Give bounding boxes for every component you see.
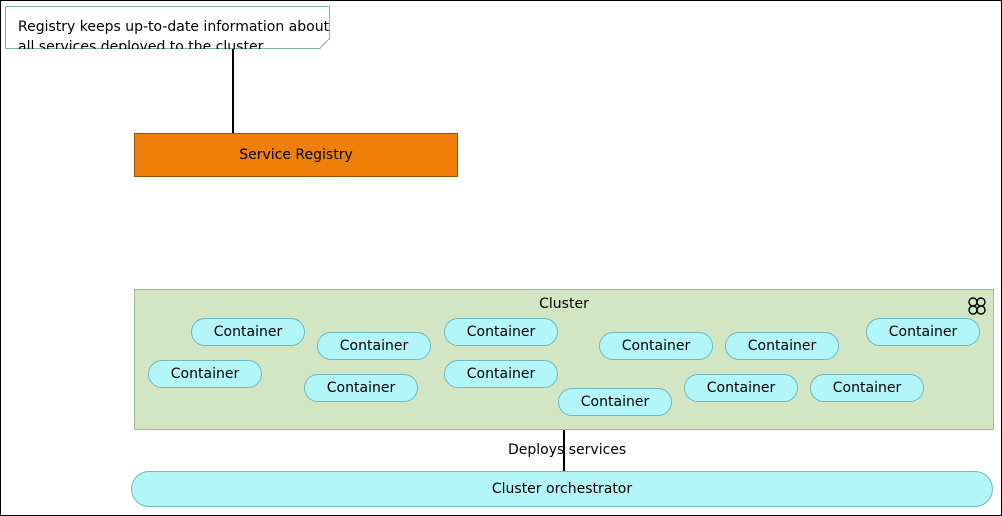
note-folded-corner-icon [319,38,330,49]
container-label: Container [832,380,902,396]
container-node[interactable]: Container [684,374,798,402]
container-label: Container [326,380,396,396]
container-label: Container [466,324,536,340]
container-node[interactable]: Container [444,318,558,346]
cluster-orchestrator-label: Cluster orchestrator [491,481,633,497]
cluster-orchestrator-node[interactable]: Cluster orchestrator [131,471,993,507]
service-registry-node[interactable]: Service Registry [134,133,458,177]
registry-note: Registry keeps up-to-date information ab… [5,6,330,49]
deploys-connector-line [563,430,565,471]
container-node[interactable]: Container [444,360,558,388]
container-node[interactable]: Container [866,318,980,346]
collaboration-icon [968,297,986,315]
container-node[interactable]: Container [304,374,418,402]
container-node[interactable]: Container [725,332,839,360]
container-label: Container [747,338,817,354]
container-label: Container [213,324,283,340]
container-label: Container [888,324,958,340]
service-registry-label: Service Registry [239,147,353,163]
container-node[interactable]: Container [810,374,924,402]
cluster-title: Cluster [539,296,589,312]
container-label: Container [466,366,536,382]
cluster-group[interactable]: Cluster Container Container Container Co… [134,289,994,430]
container-label: Container [339,338,409,354]
container-label: Container [170,366,240,382]
container-node[interactable]: Container [317,332,431,360]
registry-note-line-1: Registry keeps up-to-date information ab… [18,19,330,35]
container-label: Container [706,380,776,396]
container-node[interactable]: Container [191,318,305,346]
deploys-services-label: Deploys services [508,442,627,458]
container-node[interactable]: Container [558,388,672,416]
container-node[interactable]: Container [148,360,262,388]
note-connector-line [232,49,234,133]
container-label: Container [580,394,650,410]
container-node[interactable]: Container [599,332,713,360]
container-label: Container [621,338,691,354]
